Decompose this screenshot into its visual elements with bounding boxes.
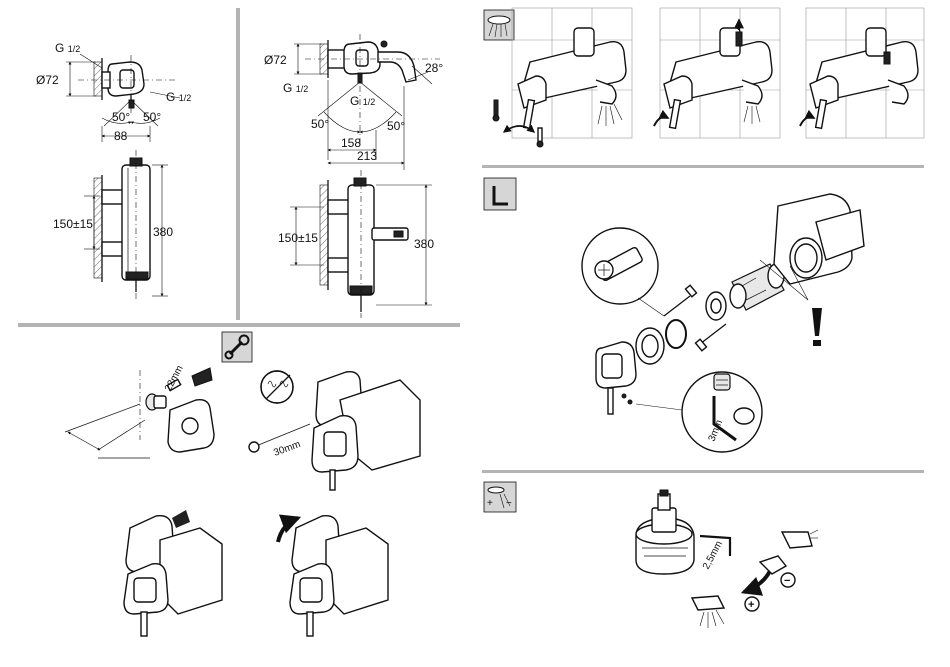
bath-thread-center-label: G 1/2 — [350, 94, 375, 108]
shower-diameter-label: Ø72 — [36, 73, 59, 87]
bath-height-label: 380 — [414, 237, 434, 251]
vertical-divider-left — [236, 8, 240, 320]
bath-depth-inner-label: 158 — [341, 136, 361, 150]
shower-depth-label: 88 — [114, 129, 128, 143]
bath-diameter-label: Ø72 — [264, 53, 287, 67]
bath-thread-left-label: G 1/2 — [283, 81, 308, 95]
horizontal-divider-right-2 — [482, 470, 924, 473]
horizontal-divider-left — [18, 323, 460, 327]
adjust-hex-key-size-label: 2,5mm — [701, 539, 725, 571]
shower-thread-side-label: G 1/2 — [166, 90, 191, 104]
temperature-adjust-icon: + − — [484, 482, 516, 512]
wrench-size-large-label: 30mm — [272, 439, 302, 459]
installation-step-handle-2 — [278, 516, 388, 636]
installation-step-connector — [65, 368, 214, 458]
shower-spacing-label: 150±15 — [53, 217, 93, 231]
shower-angle-right-label: 50° — [143, 110, 161, 124]
bath-angle-right-label: 50° — [387, 119, 405, 133]
installation-step-handle-1 — [124, 510, 222, 636]
shower-angle-left-label: 50° — [112, 110, 130, 124]
adjust-plus-label: + — [748, 599, 754, 611]
shower-height-label: 380 — [153, 225, 173, 239]
bath-spacing-label: 150±15 — [278, 231, 318, 245]
shower-spray-icon — [484, 10, 514, 40]
shower-thread-top-label: G 1/2 — [55, 41, 80, 55]
temperature-step-2 — [654, 8, 780, 138]
svg-text:+: + — [487, 498, 493, 509]
bath-angle-left-label: 50° — [311, 117, 329, 131]
horizontal-divider-right-1 — [482, 165, 924, 168]
wrench-icon — [222, 332, 252, 362]
temperature-adjust-diagram — [636, 490, 818, 628]
wrench-size-small-label: 22mm — [163, 364, 186, 394]
bath-depth-outer-label: 213 — [357, 149, 377, 163]
installation-step-tighten — [249, 371, 420, 490]
bath-spout-angle-label: 28° — [425, 61, 443, 75]
temperature-step-3 — [800, 8, 924, 138]
cartridge-exploded-view — [582, 194, 864, 452]
hex-key-icon — [484, 178, 516, 210]
adjust-minus-label: − — [784, 575, 790, 587]
